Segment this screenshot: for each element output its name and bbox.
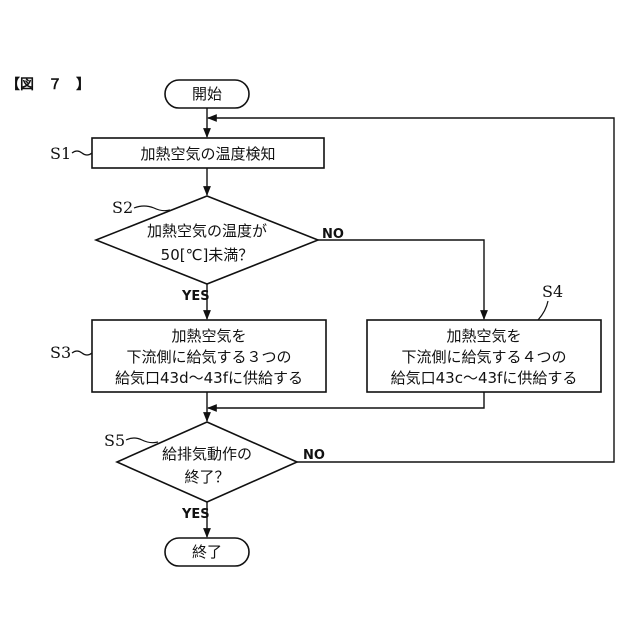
s5-text-line1: 給排気動作の xyxy=(162,445,252,463)
s4-step-label: S4 xyxy=(542,282,563,301)
s2-yes-label: YES xyxy=(181,289,210,304)
s5-leader xyxy=(126,438,158,443)
end-label: 終了 xyxy=(192,543,222,561)
s3-leader xyxy=(72,351,92,355)
s2-leader xyxy=(134,206,170,211)
s3-text-line1: 加熱空気を xyxy=(171,327,246,345)
s5-yes-label: YES xyxy=(181,507,210,522)
start-label: 開始 xyxy=(192,85,222,103)
s4-text-line3: 給気口43c～43fに供給する xyxy=(391,369,578,387)
s3-step-label: S3 xyxy=(50,343,71,362)
s5-no-label: NO xyxy=(303,448,325,463)
s2-text-line2: 50[℃]未満？ xyxy=(161,246,254,264)
s1-text: 加熱空気の温度検知 xyxy=(140,145,275,163)
s4-text-line2: 下流側に給気する４つの xyxy=(401,348,566,366)
s2-step-label: S2 xyxy=(112,198,133,217)
arrow-s2-no-to-s4 xyxy=(318,240,484,319)
s5-text-line2: 終了？ xyxy=(184,468,229,486)
s1-step-label: S1 xyxy=(50,144,71,163)
s1-leader xyxy=(72,151,92,155)
s4-leader xyxy=(538,301,548,320)
figure-label: 【図 ７ 】 xyxy=(6,77,90,93)
s2-text-line1: 加熱空気の温度が xyxy=(147,222,267,240)
s4-text-line1: 加熱空気を xyxy=(446,327,521,345)
s3-text-line2: 下流側に給気する３つの xyxy=(126,348,291,366)
s3-text-line3: 給気口43d～43fに供給する xyxy=(115,369,303,387)
arrow-s4-merge xyxy=(208,392,484,408)
s5-step-label: S5 xyxy=(104,431,125,450)
